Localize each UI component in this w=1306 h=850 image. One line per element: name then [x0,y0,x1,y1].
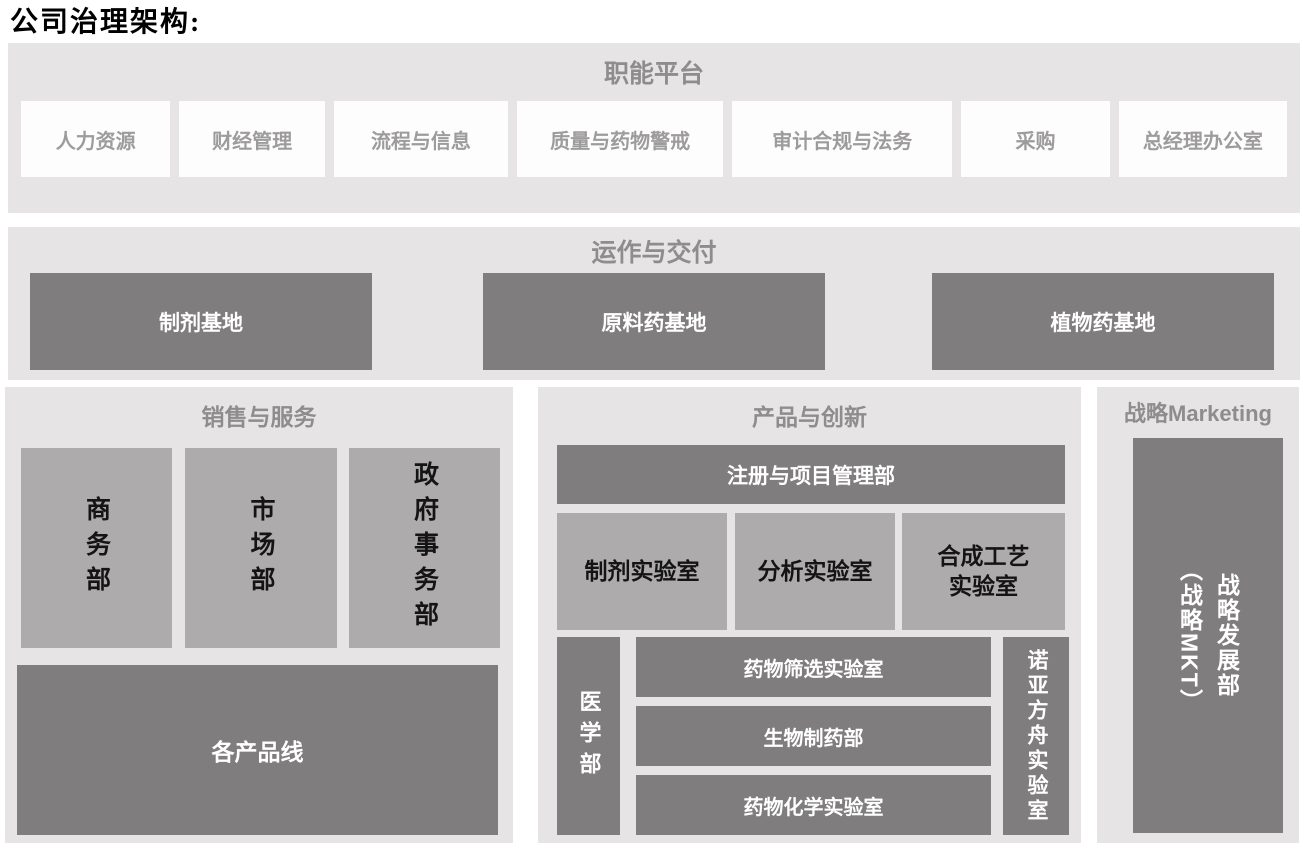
strategic-development-dept-label: 战略发展部 [1213,573,1240,698]
dept-box-quality-pharmacovigilance: 质量与药物警戒 [517,101,724,177]
lab-box-formulation-label: 制剂实验室 [584,557,700,584]
noah-ark-lab-box: 诺亚方舟实验室 [1003,637,1069,835]
dept-box-government-affairs: 政府事务部 [349,448,500,648]
unit-box-medicinal-chemistry-lab: 药物化学实验室 [636,775,991,835]
base-box-formulation: 制剂基地 [30,273,372,370]
dept-box-government-affairs-label: 政府事务部 [410,460,439,636]
strategic-development-dept-box: 战略发展部 （战略MKT） [1133,438,1283,833]
operations-delivery-header: 运作与交付 [591,239,717,267]
lab-box-formulation: 制剂实验室 [557,513,727,630]
strategic-marketing-section: 战略Marketing 战略发展部 （战略MKT） [1097,387,1299,843]
unit-box-drug-screening-lab: 药物筛选实验室 [636,637,991,697]
unit-box-biopharma-dept: 生物制药部 [636,706,991,766]
medical-dept-box: 医学部 [557,637,620,835]
registration-project-mgmt-box: 注册与项目管理部 [557,445,1065,504]
dept-box-hr: 人力资源 [21,101,171,177]
dept-box-procurement: 采购 [961,101,1110,177]
operations-delivery-section: 运作与交付 制剂基地 原料药基地 植物药基地 [8,227,1300,380]
functional-platform-section: 职能平台 人力资源 财经管理 流程与信息 质量与药物警戒 审计合规与法务 采购 … [8,43,1300,213]
base-box-api: 原料药基地 [483,273,825,370]
functional-departments-row: 人力资源 财经管理 流程与信息 质量与药物警戒 审计合规与法务 采购 总经理办公… [21,101,1288,177]
strategic-marketing-header: 战略Marketing [1124,401,1272,426]
product-innovation-header: 产品与创新 [752,404,867,430]
product-lines-box: 各产品线 [17,665,498,835]
strategic-mkt-alias-label: （战略MKT） [1176,557,1203,714]
medical-dept-label: 医学部 [576,689,602,783]
lab-box-synthesis: 合成工艺 实验室 [902,513,1065,630]
noah-ark-lab-label: 诺亚方舟实验室 [1025,648,1048,824]
sales-service-header: 销售与服务 [201,404,317,430]
base-box-botanical: 植物药基地 [932,273,1274,370]
dept-box-finance: 财经管理 [179,101,325,177]
dept-box-commerce: 商务部 [21,448,172,648]
dept-box-commerce-label: 商务部 [82,495,111,601]
sales-service-section: 销售与服务 商务部 市场部 政府事务部 各产品线 [5,387,513,843]
dept-box-process-info: 流程与信息 [333,101,509,177]
product-innovation-section: 产品与创新 注册与项目管理部 制剂实验室 分析实验室 合成工艺 实验室 医学部 … [538,387,1081,843]
lab-box-synthesis-label-line2: 实验室 [949,572,1018,599]
lab-box-analysis-label: 分析实验室 [757,557,873,584]
lab-box-synthesis-label-line1: 合成工艺 [937,542,1030,569]
functional-platform-header: 职能平台 [603,60,704,88]
dept-box-marketing-dept-label: 市场部 [247,495,275,601]
page-title: 公司治理架构: [10,7,202,38]
dept-box-audit-compliance-legal: 审计合规与法务 [732,101,953,177]
dept-box-marketing-dept: 市场部 [185,448,337,648]
lab-box-analysis: 分析实验室 [735,513,895,630]
dept-box-gm-office: 总经理办公室 [1118,101,1288,177]
